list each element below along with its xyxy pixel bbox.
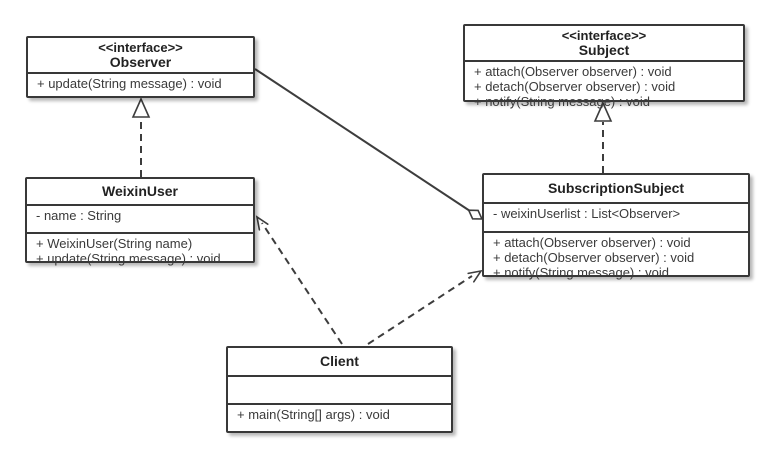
methods-compartment: + main(String[] args) : void <box>228 403 451 422</box>
edge-aggregation-subscriptionsubject-observer <box>254 68 484 220</box>
edge-realization-weixinuser-observer <box>131 97 151 177</box>
method: + notify(String message) : void <box>474 94 650 109</box>
class-name: Observer <box>109 54 172 70</box>
class-header: <<interface>> Observer <box>28 38 253 72</box>
class-header: Client <box>228 348 451 375</box>
class-header: <<interface>> Subject <box>465 26 743 60</box>
method: + main(String[] args) : void <box>237 407 390 422</box>
method: + detach(Observer observer) : void <box>474 79 676 94</box>
attribute: - name : String <box>36 208 122 223</box>
method: + WeixinUser(String name) <box>36 236 193 251</box>
method: + update(String message) : void <box>37 76 222 91</box>
class-name: SubscriptionSubject <box>547 180 685 196</box>
class-name: WeixinUser <box>102 183 178 199</box>
class-header: SubscriptionSubject <box>484 175 748 202</box>
attribute: - weixinUserlist : List<Observer> <box>493 206 681 221</box>
open-arrowhead-icon <box>467 269 483 283</box>
edge-dependency-client-subscriptionsubject <box>367 269 483 345</box>
class-box-client: Client + main(String[] args) : void <box>226 346 453 433</box>
class-name: Subject <box>578 42 630 58</box>
class-stereotype: <<interface>> <box>561 28 647 43</box>
hollow-triangle-arrowhead-icon <box>593 101 613 122</box>
edge-dependency-client-weixinuser <box>255 215 343 345</box>
method: + attach(Observer observer) : void <box>493 235 691 250</box>
hollow-triangle-arrowhead-icon <box>131 97 151 118</box>
method: + notify(String message) : void <box>493 265 669 280</box>
class-box-subject: <<interface>> Subject + attach(Observer … <box>463 24 745 109</box>
class-name: Client <box>320 353 359 369</box>
attributes-compartment: - name : String <box>27 204 253 232</box>
method: + detach(Observer observer) : void <box>493 250 695 265</box>
attributes-compartment <box>228 375 451 403</box>
method: + update(String message) : void <box>36 251 221 266</box>
class-box-weixinuser: WeixinUser - name : String + WeixinUser(… <box>25 177 255 266</box>
class-stereotype: <<interface>> <box>98 40 183 55</box>
methods-compartment: + WeixinUser(String name) + update(Strin… <box>27 232 253 266</box>
methods-compartment: + update(String message) : void <box>28 72 253 91</box>
methods-compartment: + attach(Observer observer) : void + det… <box>484 231 748 280</box>
method: + attach(Observer observer) : void <box>474 64 672 79</box>
open-arrowhead-icon <box>255 215 269 231</box>
edge-realization-subscriptionsubject-subject <box>593 101 613 173</box>
class-box-subscriptionsubject: SubscriptionSubject - weixinUserlist : L… <box>482 173 750 280</box>
class-header: WeixinUser <box>27 179 253 204</box>
class-box-observer: <<interface>> Observer + update(String m… <box>26 36 255 98</box>
hollow-diamond-icon <box>467 209 484 220</box>
methods-compartment: + attach(Observer observer) : void + det… <box>465 60 743 109</box>
attributes-compartment: - weixinUserlist : List<Observer> <box>484 202 748 231</box>
